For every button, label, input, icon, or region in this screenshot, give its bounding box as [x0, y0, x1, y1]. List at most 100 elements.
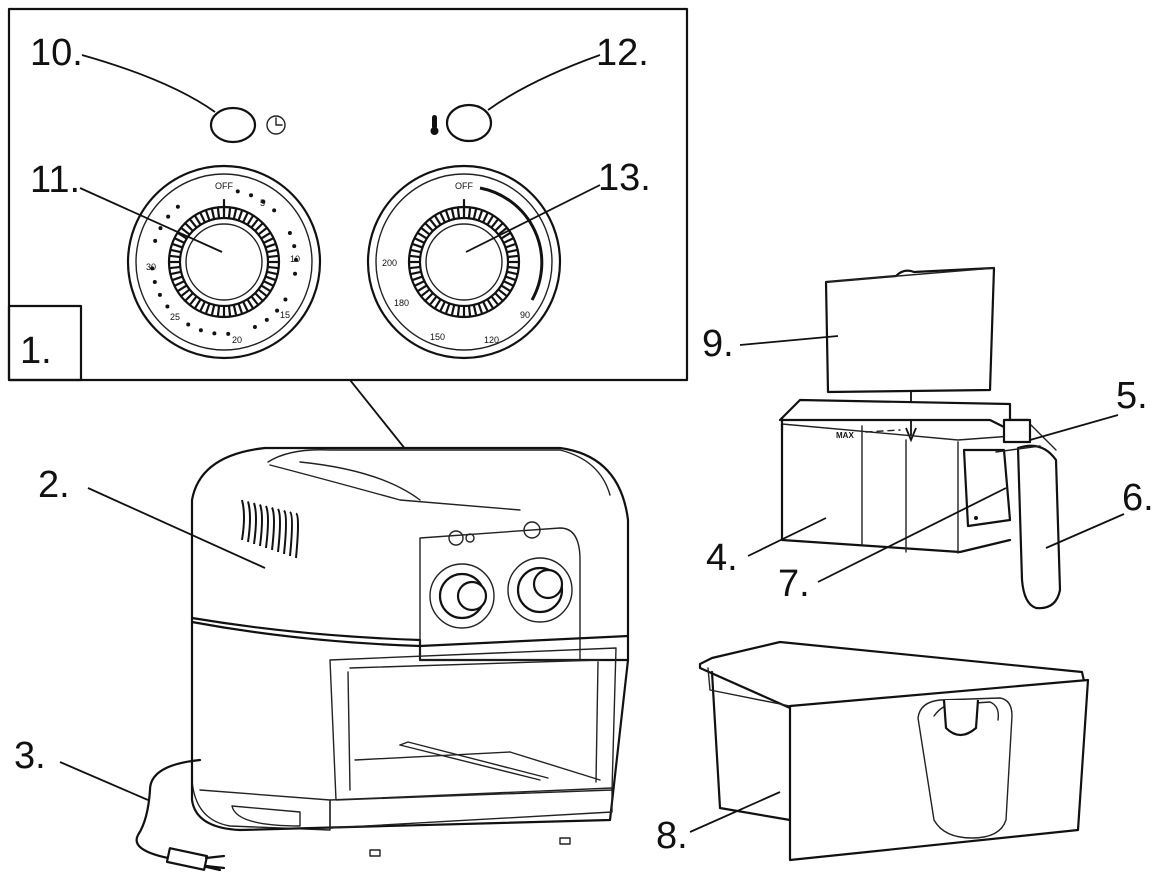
- knob-ridge: [424, 292, 434, 302]
- knob-ridge: [490, 295, 500, 306]
- callout-9: 9.: [702, 323, 734, 365]
- temp-label-200: 200: [382, 258, 397, 268]
- temp-label-120: 120: [484, 335, 499, 345]
- callout-4: 4.: [706, 537, 738, 579]
- knob-ridge: [176, 284, 188, 293]
- timer-scale-dot: [283, 297, 288, 302]
- callout-3: 3.: [14, 735, 46, 777]
- timer-dial: OFF 5 10 15 20 25 30: [126, 164, 322, 360]
- knob-ridge: [500, 231, 512, 240]
- knob-ridge: [210, 208, 216, 220]
- vent-slat: [253, 502, 257, 545]
- knob-ridge: [486, 214, 495, 226]
- outer-basket-drawer: [698, 640, 1090, 862]
- knob-ridge: [424, 222, 434, 232]
- temperature-knob-ridges: [409, 207, 519, 317]
- callout-13: 13.: [598, 157, 651, 199]
- timer-label-30: 30: [146, 262, 156, 272]
- callout-8: 8.: [656, 815, 688, 857]
- knob-ridge: [184, 292, 194, 302]
- timer-scale-dot: [153, 238, 158, 243]
- callout-12: 12.: [596, 32, 649, 74]
- knob-ridge: [467, 207, 472, 219]
- knob-ridge: [169, 254, 181, 259]
- timer-scale-dot: [186, 322, 191, 327]
- callout-2: 2.: [38, 464, 70, 506]
- vent-slat: [295, 512, 299, 559]
- basket-divider-plate: [824, 266, 996, 443]
- timer-scale-dot: [226, 331, 231, 336]
- timer-scale-dot: [275, 308, 280, 313]
- knob-ridge: [216, 207, 221, 219]
- timer-label-off: OFF: [215, 181, 233, 191]
- temp-label-90: 90: [520, 310, 530, 320]
- knob-ridge: [490, 218, 500, 229]
- knob-ridge: [216, 305, 221, 317]
- timer-scale-dot: [198, 328, 203, 333]
- knob-ridge: [410, 248, 422, 254]
- knob-ridge: [246, 214, 255, 226]
- knob-ridge: [450, 304, 456, 316]
- temperature-indicator-light: [445, 103, 493, 143]
- knob-ridge: [497, 288, 508, 298]
- temperature-dial: OFF 90 120 150 180 200: [366, 164, 562, 360]
- knob-ridge: [227, 305, 232, 317]
- knob-ridge: [433, 298, 442, 310]
- timer-label-25: 25: [170, 312, 180, 322]
- knob-ridge: [199, 211, 206, 223]
- knob-ridge: [505, 275, 517, 282]
- knob-ridge: [500, 284, 512, 293]
- knob-ridge: [486, 298, 495, 310]
- knob-ridge: [507, 254, 519, 259]
- knob-ridge: [227, 207, 232, 219]
- knob-ridge: [506, 270, 518, 276]
- knob-ridge: [267, 265, 279, 270]
- release-button: [1002, 418, 1032, 444]
- timer-scale-dot: [158, 226, 163, 231]
- knob-ridge: [263, 237, 275, 244]
- knob-ridge: [477, 303, 484, 315]
- knob-ridge: [507, 265, 519, 270]
- knob-ridge: [428, 218, 438, 229]
- timer-scale-dot: [287, 230, 292, 235]
- timer-scale-dot: [235, 189, 240, 194]
- knob-ridge: [193, 214, 202, 226]
- callout-11: 11.: [30, 159, 80, 201]
- timer-scale-dot: [261, 199, 266, 204]
- knob-ridge: [204, 209, 211, 221]
- timer-label-20: 20: [232, 335, 242, 345]
- air-fryer-main-unit: [190, 446, 630, 857]
- timer-scale-dot: [293, 257, 298, 262]
- temp-label-150: 150: [430, 332, 445, 342]
- knob-ridge: [477, 209, 484, 221]
- knob-ridge: [494, 222, 504, 232]
- knob-ridge: [180, 226, 191, 236]
- timer-indicator-light: [209, 106, 257, 144]
- knob-ridge: [260, 284, 272, 293]
- knob-ridge: [456, 207, 461, 219]
- callout-5: 5.: [1116, 375, 1148, 417]
- knob-ridge: [472, 304, 478, 316]
- knob-ridge: [242, 301, 249, 313]
- vent-slat: [247, 501, 251, 543]
- timer-scale-dot: [157, 292, 162, 297]
- knob-ridge: [232, 304, 238, 316]
- knob-ridge: [257, 226, 268, 236]
- timer-scale-dot: [150, 266, 155, 271]
- knob-ridge: [257, 288, 268, 298]
- knob-ridge: [250, 218, 260, 229]
- timer-label-15: 15: [280, 310, 290, 320]
- vent-slat: [265, 505, 269, 549]
- knob-ridge: [173, 280, 185, 287]
- knob-ridge: [263, 280, 275, 287]
- knob-ridge: [497, 226, 508, 236]
- callout-7: 7.: [778, 563, 810, 605]
- knob-ridge: [505, 242, 517, 249]
- knob-ridge: [250, 295, 260, 306]
- knob-ridge: [410, 270, 422, 276]
- knob-ridge: [444, 303, 451, 315]
- knob-ridge: [169, 265, 181, 270]
- timer-scale-dot: [264, 317, 269, 322]
- power-cord: [135, 758, 226, 872]
- knob-ridge: [173, 237, 185, 244]
